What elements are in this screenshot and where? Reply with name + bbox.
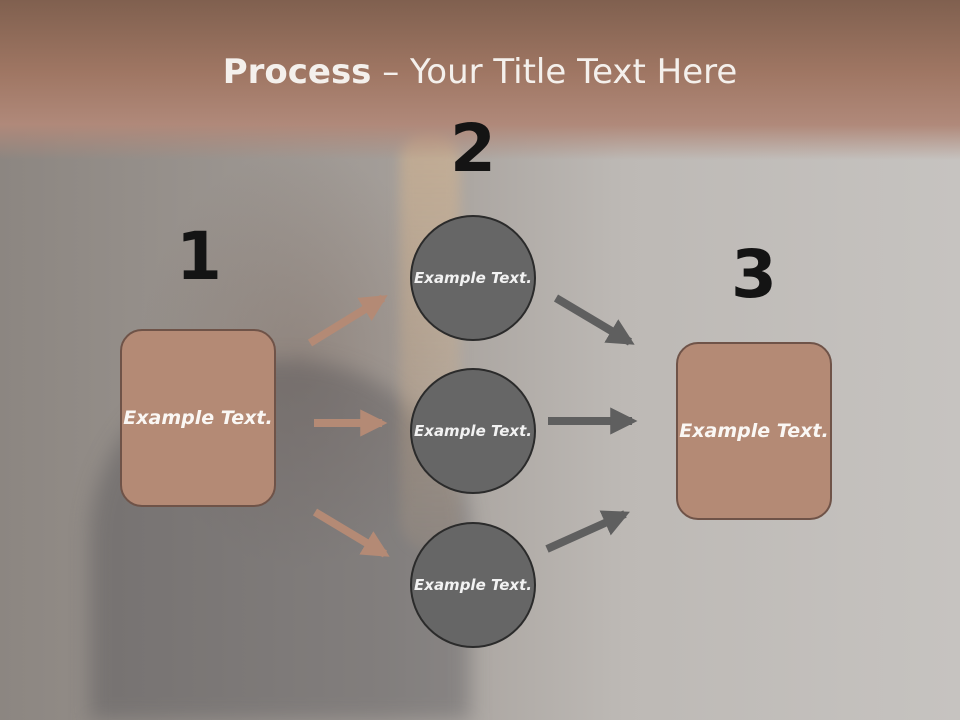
step-number-1: 1	[176, 218, 222, 295]
step-number-3: 3	[731, 236, 777, 313]
arrow-2a-to-3	[553, 294, 635, 346]
title-bold: Process	[222, 52, 372, 92]
arrow-1-to-2c	[312, 508, 390, 558]
title-rest: – Your Title Text Here	[371, 52, 738, 92]
step-2-circle-bottom-text: Example Text.	[414, 575, 532, 594]
step-1-text: Example Text.	[123, 406, 273, 429]
step-number-2: 2	[450, 110, 496, 187]
page-title: Process – Your Title Text Here	[0, 52, 960, 92]
step-2-circle-top-text: Example Text.	[414, 268, 532, 287]
title-band	[0, 0, 960, 160]
step-2-circle-middle-text: Example Text.	[414, 421, 532, 440]
step-3-text: Example Text.	[679, 419, 829, 442]
step-1-box: Example Text.	[120, 329, 276, 507]
step-3-box: Example Text.	[676, 342, 832, 520]
arrow-1-to-2a	[307, 294, 388, 347]
arrow-2c-to-3	[545, 510, 630, 553]
step-2-circle-middle: Example Text.	[410, 368, 536, 494]
step-2-circle-top: Example Text.	[410, 215, 536, 341]
step-2-circle-bottom: Example Text.	[410, 522, 536, 648]
